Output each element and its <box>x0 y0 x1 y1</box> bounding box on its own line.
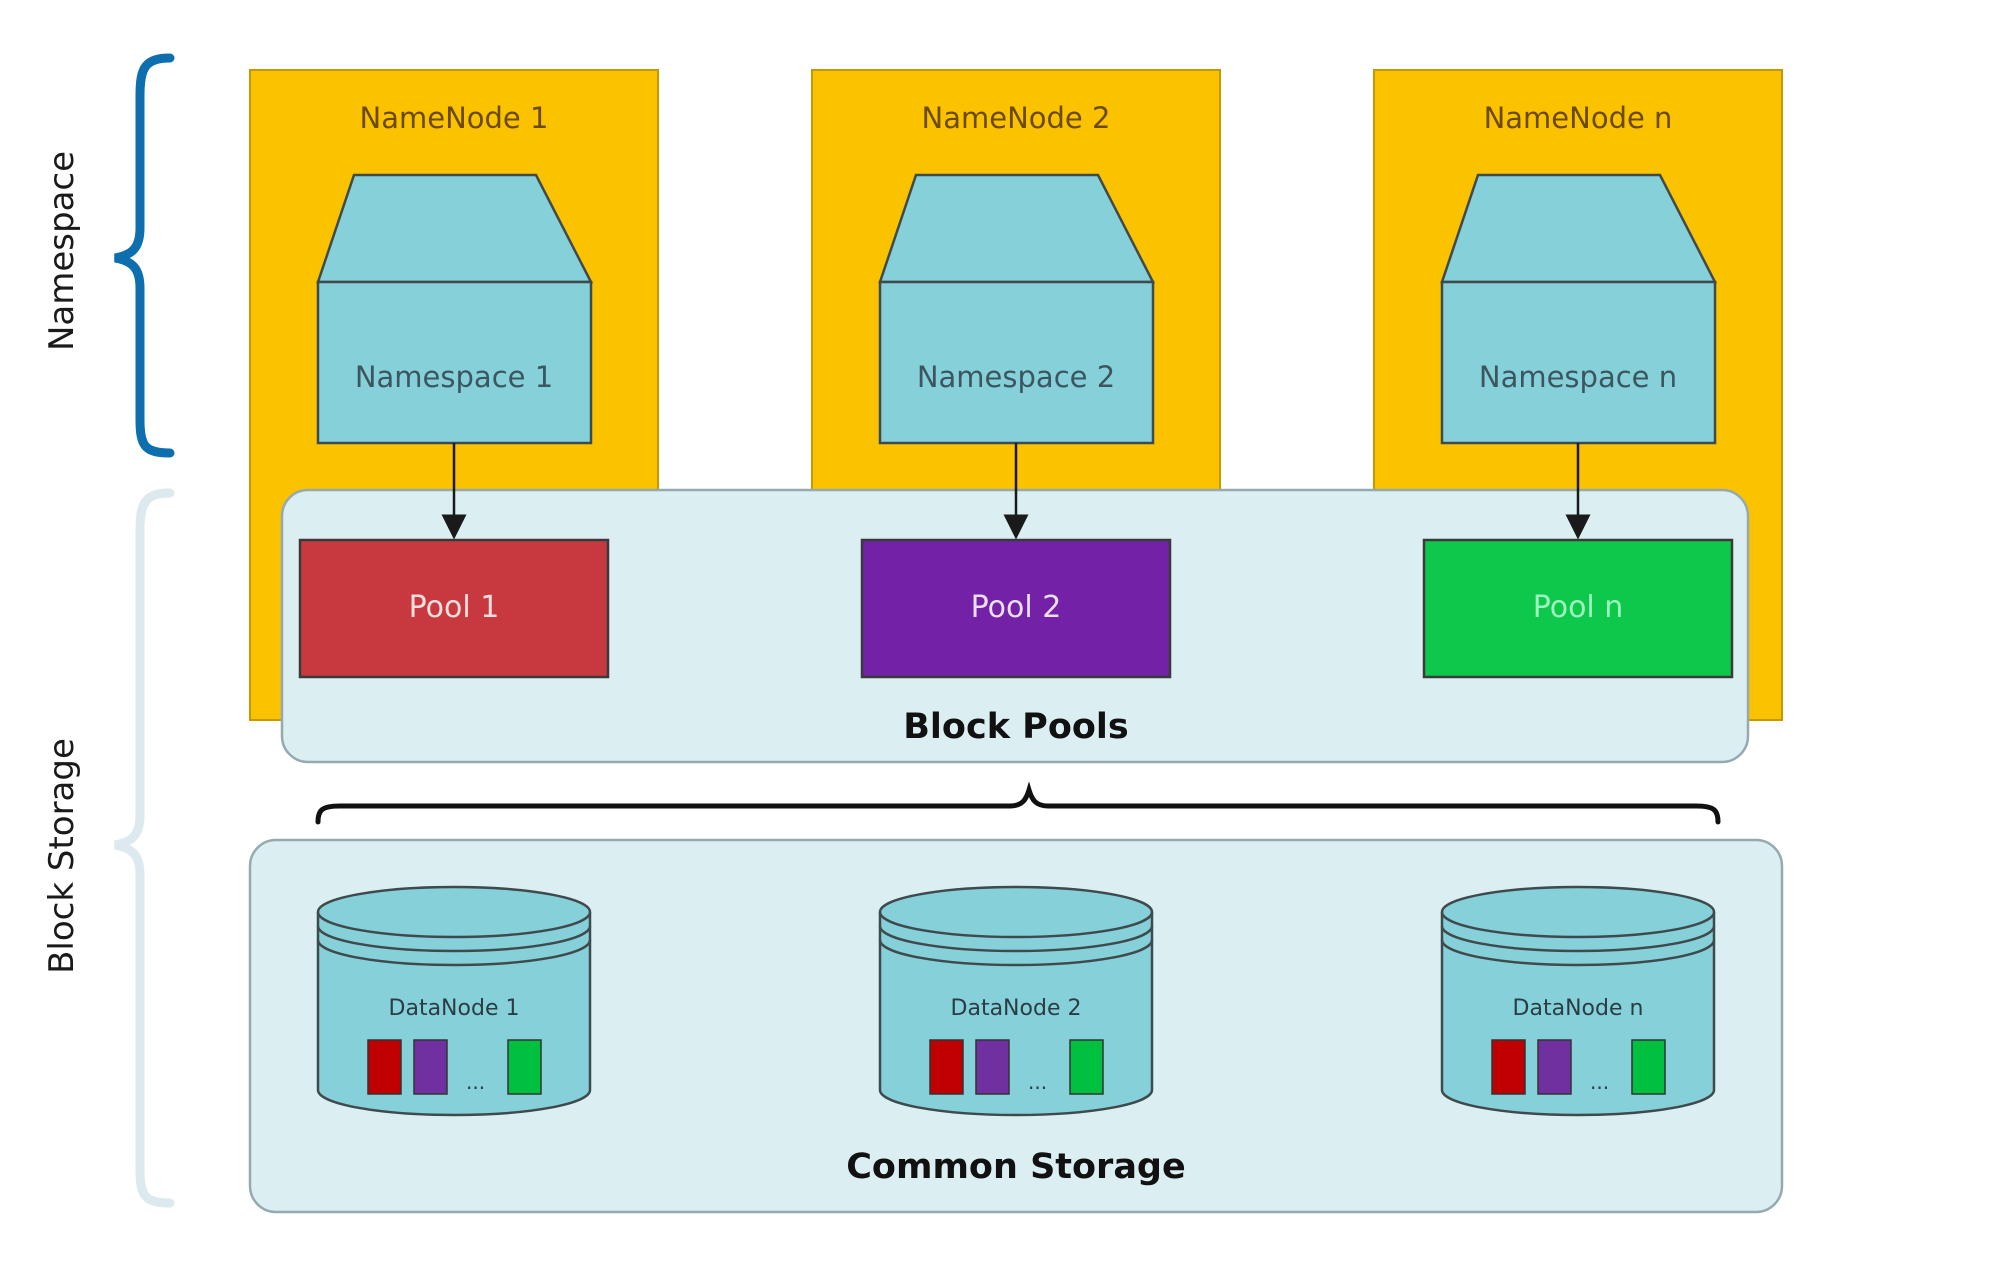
datanode-ellipsis-2: ... <box>1028 1070 1048 1094</box>
namespace-title-n: Namespace n <box>1478 360 1678 394</box>
datanode-title-1: DataNode 1 <box>388 996 520 1021</box>
namespace-shape-2 <box>878 173 1156 445</box>
pool-title-2: Pool 2 <box>970 590 1062 625</box>
datanode-cylinder-1 <box>316 885 592 1117</box>
namespace-shape-n <box>1440 173 1718 445</box>
namenode-title-2: NameNode 2 <box>921 101 1111 135</box>
pool-title-n: Pool n <box>1532 590 1624 625</box>
datanode-ellipsis-n: ... <box>1590 1070 1610 1094</box>
datanode-title-n: DataNode n <box>1512 996 1644 1021</box>
pool-title-1: Pool 1 <box>408 590 500 625</box>
namespace-shape-1 <box>316 173 594 445</box>
namenode-title-n: NameNode n <box>1483 101 1673 135</box>
datanode-ellipsis-1: ... <box>466 1070 486 1094</box>
namespace-brace <box>114 53 175 458</box>
block-pools-label: Block Pools <box>903 707 1129 747</box>
namenode-title-1: NameNode 1 <box>359 101 549 135</box>
pool-box-n <box>1422 538 1734 679</box>
datanode-title-2: DataNode 2 <box>950 996 1082 1021</box>
namespace-side-label: Namespace <box>42 150 82 351</box>
datanode-cylinder-n <box>1440 885 1716 1117</box>
common-storage-label: Common Storage <box>846 1147 1186 1187</box>
block-storage-brace <box>114 488 175 1208</box>
pool-box-2 <box>860 538 1172 679</box>
namespace-title-1: Namespace 1 <box>354 360 554 394</box>
datanode-cylinder-2 <box>878 885 1154 1117</box>
namespace-title-2: Namespace 2 <box>916 360 1116 394</box>
storage-brace <box>315 781 1721 825</box>
block-storage-side-label: Block Storage <box>42 738 82 974</box>
pool-box-1 <box>298 538 610 679</box>
